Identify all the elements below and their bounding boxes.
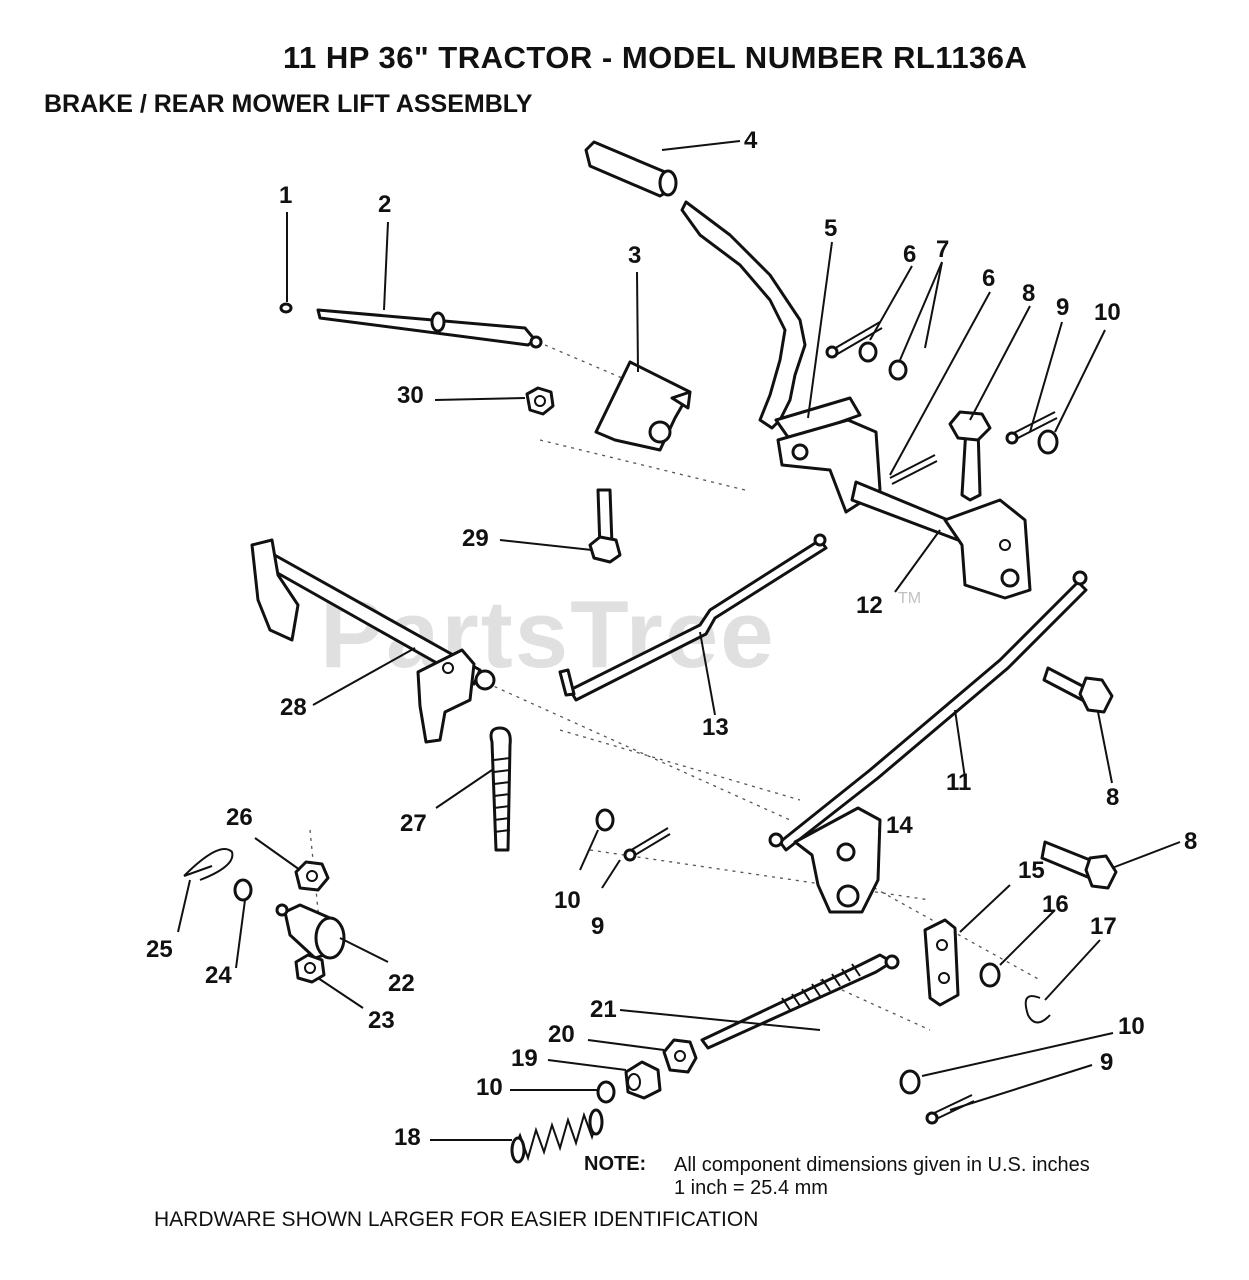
callout-16[interactable]: 16 [1042, 891, 1069, 918]
part-27-j-bolt [489, 726, 512, 852]
part-17-e-clip [1024, 995, 1051, 1024]
callout-24[interactable]: 24 [205, 962, 232, 989]
part-30-nut [525, 386, 555, 416]
callout-5[interactable]: 5 [824, 215, 838, 242]
part-10-washer-a [1037, 429, 1059, 455]
callout-27[interactable]: 27 [400, 810, 427, 837]
note-dimensions: All component dimensions given in U.S. i… [674, 1154, 1090, 1176]
part-24-washer [233, 878, 253, 902]
callout-10-lower[interactable]: 10 [476, 1074, 503, 1101]
part-25-hairpin-clip [183, 848, 234, 881]
callout-2[interactable]: 2 [378, 191, 392, 218]
part-22-trunnion [275, 903, 346, 960]
callout-15[interactable]: 15 [1018, 857, 1045, 884]
diagram-title: 11 HP 36" TRACTOR - MODEL NUMBER RL1136A [283, 40, 1028, 75]
callout-23[interactable]: 23 [368, 1007, 395, 1034]
part-18-spring [510, 1108, 604, 1164]
note-label: NOTE: [584, 1153, 647, 1175]
part-8-bolt-b [1042, 666, 1114, 714]
hardware-note: HARDWARE SHOWN LARGER FOR EASIER IDENTIF… [154, 1208, 759, 1231]
note-conversion: 1 inch = 25.4 mm [674, 1177, 828, 1199]
part-4-handle-grip [584, 140, 678, 198]
callout-3[interactable]: 3 [628, 242, 642, 269]
part-20-nut [662, 1038, 698, 1074]
part-2-rod [316, 308, 543, 349]
part-3-bracket [594, 360, 692, 452]
part-8-bolt-a [948, 410, 992, 502]
callout-8-lower[interactable]: 8 [1184, 828, 1198, 855]
part-8-bolt-c [1040, 840, 1118, 890]
part-26-nut [294, 860, 330, 892]
callout-25[interactable]: 25 [146, 936, 173, 963]
callout-9-middle[interactable]: 9 [591, 913, 605, 940]
callout-4[interactable]: 4 [744, 127, 758, 154]
part-10-washer-d [899, 1069, 921, 1095]
watermark-trademark: TM [898, 590, 922, 607]
part-15-link-plate [923, 918, 960, 1007]
callout-18[interactable]: 18 [394, 1124, 421, 1151]
callout-7[interactable]: 7 [936, 236, 950, 263]
part-19-spacer [624, 1060, 662, 1100]
part-14-bracket [793, 806, 882, 914]
part-23-nut [294, 953, 326, 984]
part-21-threaded-rod [700, 953, 900, 1050]
callout-22[interactable]: 22 [388, 970, 415, 997]
callout-6-lower[interactable]: 6 [982, 265, 996, 292]
callout-9-upper[interactable]: 9 [1056, 294, 1070, 321]
callout-13[interactable]: 13 [702, 714, 729, 741]
callout-29[interactable]: 29 [462, 525, 489, 552]
part-9-cotter-pin-b [623, 827, 671, 862]
callout-28[interactable]: 28 [280, 694, 307, 721]
callout-17[interactable]: 17 [1090, 913, 1117, 940]
part-10-washer-b [595, 808, 615, 832]
callout-21[interactable]: 21 [590, 996, 617, 1023]
callout-19[interactable]: 19 [511, 1045, 538, 1072]
part-10-washer-c [596, 1080, 616, 1104]
callout-12[interactable]: 12 [856, 592, 883, 619]
part-5-lift-lever [680, 200, 882, 514]
callout-30[interactable]: 30 [397, 382, 424, 409]
part-12-shaft [850, 480, 1032, 600]
callout-1[interactable]: 1 [279, 182, 293, 209]
callout-8-upper[interactable]: 8 [1022, 280, 1036, 307]
diagram-subtitle: BRAKE / REAR MOWER LIFT ASSEMBLY [44, 90, 533, 118]
callout-9-lower[interactable]: 9 [1100, 1049, 1114, 1076]
callout-8-middle[interactable]: 8 [1106, 784, 1120, 811]
callout-6-upper[interactable]: 6 [903, 241, 917, 268]
part-28-cross-shaft [250, 538, 496, 744]
part-11-brake-rod [768, 570, 1088, 852]
part-16-washer [979, 962, 1001, 988]
callout-10-bottom-right[interactable]: 10 [1118, 1013, 1145, 1040]
part-13-lift-rod [558, 533, 828, 702]
part-1-clip [279, 302, 293, 314]
callout-26[interactable]: 26 [226, 804, 253, 831]
part-6-cotter-pin-b [889, 454, 938, 485]
callout-14[interactable]: 14 [886, 812, 913, 839]
part-29-bolt [588, 488, 622, 564]
callout-10-middle[interactable]: 10 [554, 887, 581, 914]
callout-10-upper[interactable]: 10 [1094, 299, 1121, 326]
part-7-washers [858, 341, 908, 381]
callout-20[interactable]: 20 [548, 1021, 575, 1048]
callout-11[interactable]: 11 [946, 769, 972, 796]
